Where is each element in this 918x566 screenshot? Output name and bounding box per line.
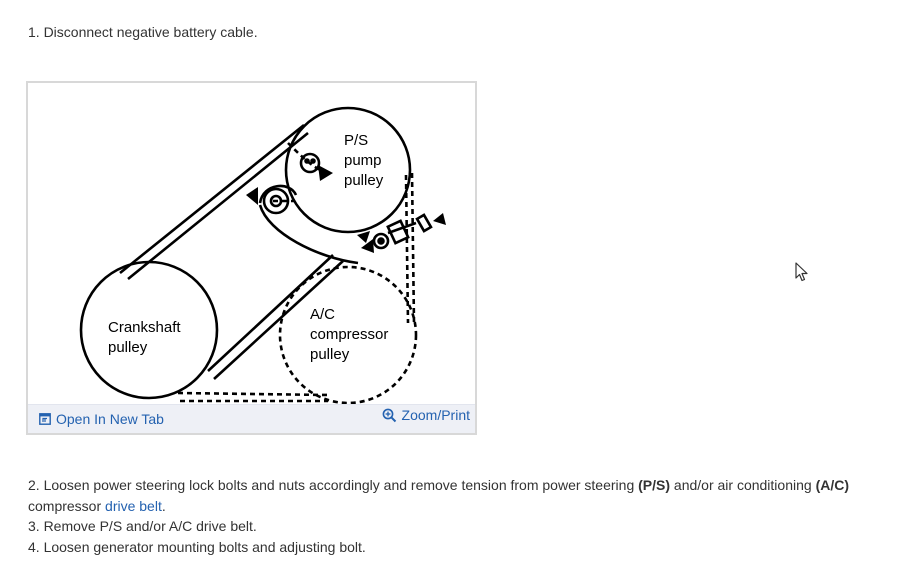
ps-label-line3: pulley bbox=[344, 172, 384, 189]
belt-routing-diagram: P/S pump pulley Crankshaft pulley A/C co… bbox=[79, 106, 446, 405]
step-2-ps-bold: (P/S) bbox=[638, 477, 671, 493]
zoom-print-link[interactable]: Zoom/Print bbox=[382, 407, 470, 423]
mouse-pointer-icon bbox=[795, 262, 808, 282]
belt-upper-inner bbox=[127, 131, 309, 281]
crankshaft-pulley bbox=[79, 260, 219, 400]
belt-diagram-figure: P/S pump pulley Crankshaft pulley A/C co… bbox=[26, 81, 477, 435]
step-3-text: 3. Remove P/S and/or A/C drive belt. bbox=[28, 518, 257, 534]
step-2-ac-bold: (A/C) bbox=[815, 477, 849, 493]
ac-compressor-pulley bbox=[278, 265, 418, 405]
ps-label-line1: P/S bbox=[344, 132, 368, 149]
open-in-new-tab-link[interactable]: Open In New Tab bbox=[39, 411, 164, 427]
step-2-part2: and/or air conditioning bbox=[670, 477, 816, 493]
figure-footer: Open In New Tab Zoom/Print bbox=[28, 404, 475, 433]
ps-label-line2: pump bbox=[344, 152, 382, 169]
belt-lower-outer bbox=[207, 254, 334, 372]
step-2-text: 2. Loosen power steering lock bolts and … bbox=[28, 475, 888, 517]
ac-label-line3: pulley bbox=[310, 346, 350, 363]
step-1-text: 1. Disconnect negative battery cable. bbox=[28, 24, 258, 40]
ps-pump-pulley bbox=[284, 106, 412, 234]
crank-label-line2: pulley bbox=[108, 339, 148, 356]
zoom-magnifier-icon bbox=[382, 408, 396, 422]
step-2-part3: compressor bbox=[28, 498, 106, 514]
open-in-new-tab-label: Open In New Tab bbox=[56, 411, 164, 427]
zoom-print-label: Zoom/Print bbox=[401, 407, 470, 423]
ac-label-line1: A/C bbox=[310, 306, 335, 323]
belt-upper-outer bbox=[119, 123, 305, 275]
ac-label-line2: compressor bbox=[310, 326, 388, 343]
drive-belt-link[interactable]: drive belt bbox=[105, 498, 162, 514]
belt-lower-inner bbox=[213, 260, 344, 380]
step-2-end: . bbox=[161, 498, 166, 514]
idler-pulley bbox=[262, 187, 290, 215]
crank-label-line1: Crankshaft bbox=[108, 319, 181, 336]
open-new-tab-icon bbox=[39, 413, 51, 425]
step-2-part1: 2. Loosen power steering lock bolts and … bbox=[28, 477, 639, 493]
step-4-text: 4. Loosen generator mounting bolts and a… bbox=[28, 539, 366, 555]
